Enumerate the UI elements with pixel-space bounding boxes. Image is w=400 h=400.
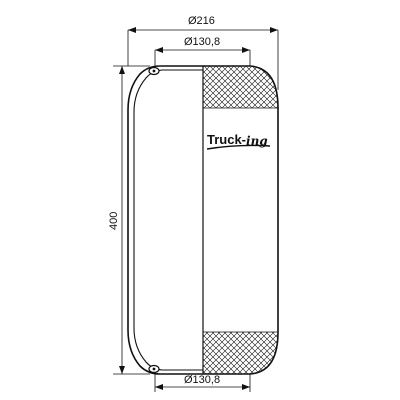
dimension-outer-diameter: Ø216 — [127, 15, 279, 90]
top-knurl-pattern — [203, 66, 278, 108]
bellow-cross-section — [127, 65, 203, 375]
outer-diameter-label: Ø216 — [188, 15, 215, 27]
logo-main-text: Truck- — [207, 132, 246, 147]
dimension-top-plate-diameter: Ø130,8 — [154, 36, 251, 66]
logo-swoosh — [206, 144, 271, 150]
bottom-plate-diameter-label: Ø130,8 — [184, 374, 220, 386]
bottom-knurl-pattern — [203, 332, 278, 374]
bellow-exterior-view — [202, 65, 279, 375]
svg-text:Truck-ing: Truck-ing — [207, 132, 268, 148]
logo-script-text: ing — [246, 134, 268, 148]
dimension-height: 400 — [108, 65, 150, 375]
truck-ing-logo: Truck-ing — [206, 132, 271, 150]
dimension-bottom-plate-diameter: Ø130,8 — [154, 374, 251, 392]
height-label: 400 — [108, 212, 120, 230]
top-plate-diameter-label: Ø130,8 — [184, 36, 220, 48]
